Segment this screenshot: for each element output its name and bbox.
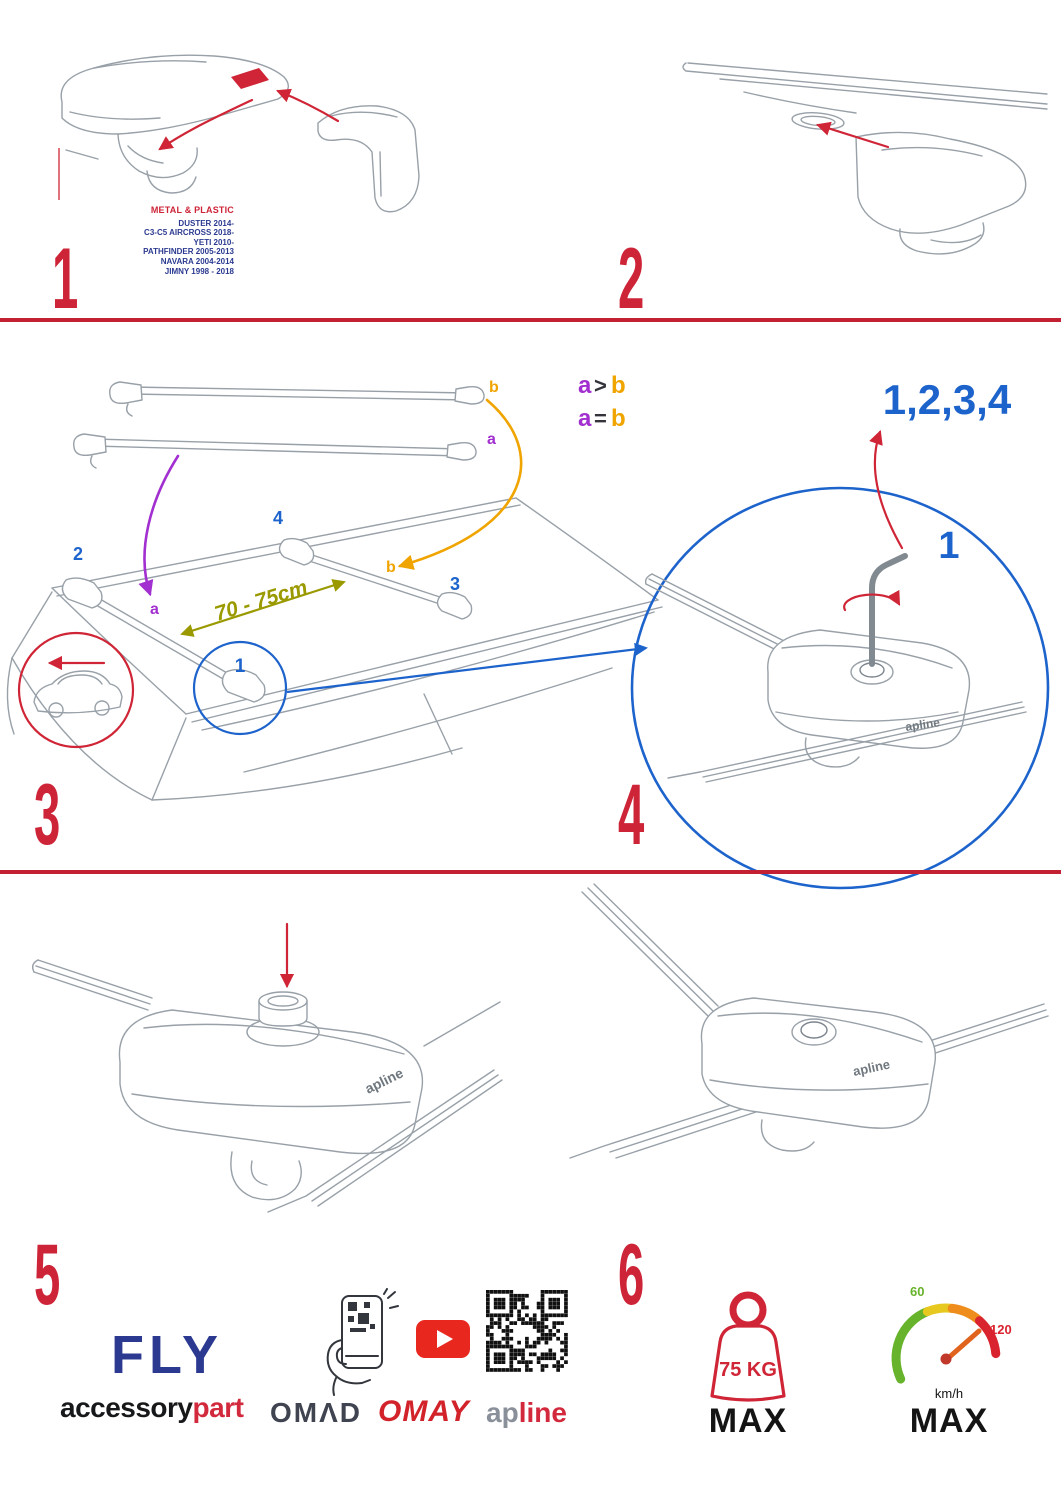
step6-mounted-illustration	[569, 883, 1049, 1159]
apline-ap: ap	[486, 1397, 519, 1428]
max-speed-label: MAX	[909, 1402, 989, 1440]
step1-fitment-list: METAL & PLASTIC DUSTER 2014- C3-C5 AIRCR…	[92, 205, 234, 276]
max-speed-icon: 60 120	[891, 1284, 1012, 1384]
speed-low-label: 60	[910, 1284, 924, 1299]
step2-bar-illustration	[682, 62, 1048, 255]
vehicle-model: JIMNY 1998 - 2018	[164, 266, 234, 276]
speed-high-label: 120	[990, 1322, 1012, 1337]
qr-code	[486, 1290, 568, 1372]
omay-logo: OMAY	[378, 1395, 470, 1428]
vehicle-model: YETI 2010-	[193, 237, 234, 247]
step3-mounted-bars	[61, 537, 473, 703]
rule2-a: a	[578, 405, 592, 432]
accessorypart-part: part	[192, 1392, 244, 1423]
loose-bar-a-label: a	[487, 431, 496, 448]
youtube-icon	[416, 1320, 470, 1358]
step4-foot1-label: 1	[938, 525, 959, 567]
foot4-label: 4	[273, 508, 283, 528]
accessorypart-logo: accessorypart	[60, 1392, 244, 1424]
roof-b-label: b	[386, 559, 396, 576]
step3-car-illustration	[6, 497, 663, 801]
max-weight-label: MAX	[708, 1402, 788, 1440]
rule2-b: b	[611, 405, 626, 432]
roof-a-label: a	[150, 601, 159, 618]
step-6-number: 6	[618, 1227, 644, 1323]
accessorypart-accessory: accessory	[60, 1392, 193, 1423]
apline-line: line	[518, 1397, 567, 1428]
rule2-op: =	[594, 406, 607, 431]
rotation-arrow	[843, 589, 901, 612]
step3-loose-bars	[73, 381, 485, 469]
tighten-order-arrow	[869, 429, 904, 550]
step3-direction-inset	[17, 631, 135, 749]
foot1-label: 1	[235, 656, 246, 677]
rule1-a: a	[578, 372, 592, 399]
fly-logo: FLY	[110, 1325, 224, 1385]
speed-unit-label: km/h	[934, 1386, 964, 1401]
max-weight-icon: 75 KG	[710, 1291, 786, 1402]
foot3-label: 3	[450, 574, 460, 594]
step-3-number: 3	[34, 767, 60, 863]
section-divider-top	[0, 318, 1061, 322]
distance-arrow	[180, 579, 346, 637]
step-1-number: 1	[52, 231, 78, 327]
omad-logo: OMΛD	[270, 1397, 362, 1428]
zoom-callout-line	[286, 642, 648, 694]
step-4-number: 4	[618, 767, 644, 863]
step4-zoom-illustration	[630, 486, 1050, 890]
apline-logo: apline	[486, 1397, 567, 1429]
step1-clamp-illustration	[58, 54, 420, 213]
phone-qr-graphic	[348, 1302, 375, 1332]
max-weight-value: 75 KG	[719, 1359, 777, 1381]
step-5-number: 5	[34, 1227, 60, 1323]
step-2-number: 2	[618, 231, 644, 327]
rule1-op: >	[594, 373, 607, 398]
foot1-highlight-circle	[192, 640, 288, 736]
loose-bar-b-label: b	[489, 379, 499, 396]
allen-key	[869, 553, 908, 667]
vehicle-model: DUSTER 2014-	[178, 218, 234, 228]
vehicle-model: NAVARA 2004-2014	[160, 256, 234, 266]
logo-plate	[231, 68, 269, 89]
section-divider-bottom	[0, 870, 1061, 874]
foot2-label: 2	[73, 544, 83, 564]
material-label: METAL & PLASTIC	[150, 205, 234, 215]
tighten-order-label: 1,2,3,4	[883, 376, 1012, 423]
bar-a-position-arrow	[138, 454, 180, 597]
speed-needle	[943, 1328, 982, 1363]
bar-distance-label: 70 - 75cm	[212, 576, 310, 626]
scan-qr-hand-icon	[326, 1288, 399, 1396]
bar-b-position-arrow	[397, 398, 523, 570]
step5-cap-illustration	[31, 922, 503, 1213]
vehicle-model: PATHFINDER 2005-2013	[143, 247, 234, 257]
rule1-b: b	[611, 372, 626, 399]
vehicle-model: C3-C5 AIRCROSS 2018-	[144, 228, 234, 238]
step4-brand-label: apline	[904, 715, 941, 734]
